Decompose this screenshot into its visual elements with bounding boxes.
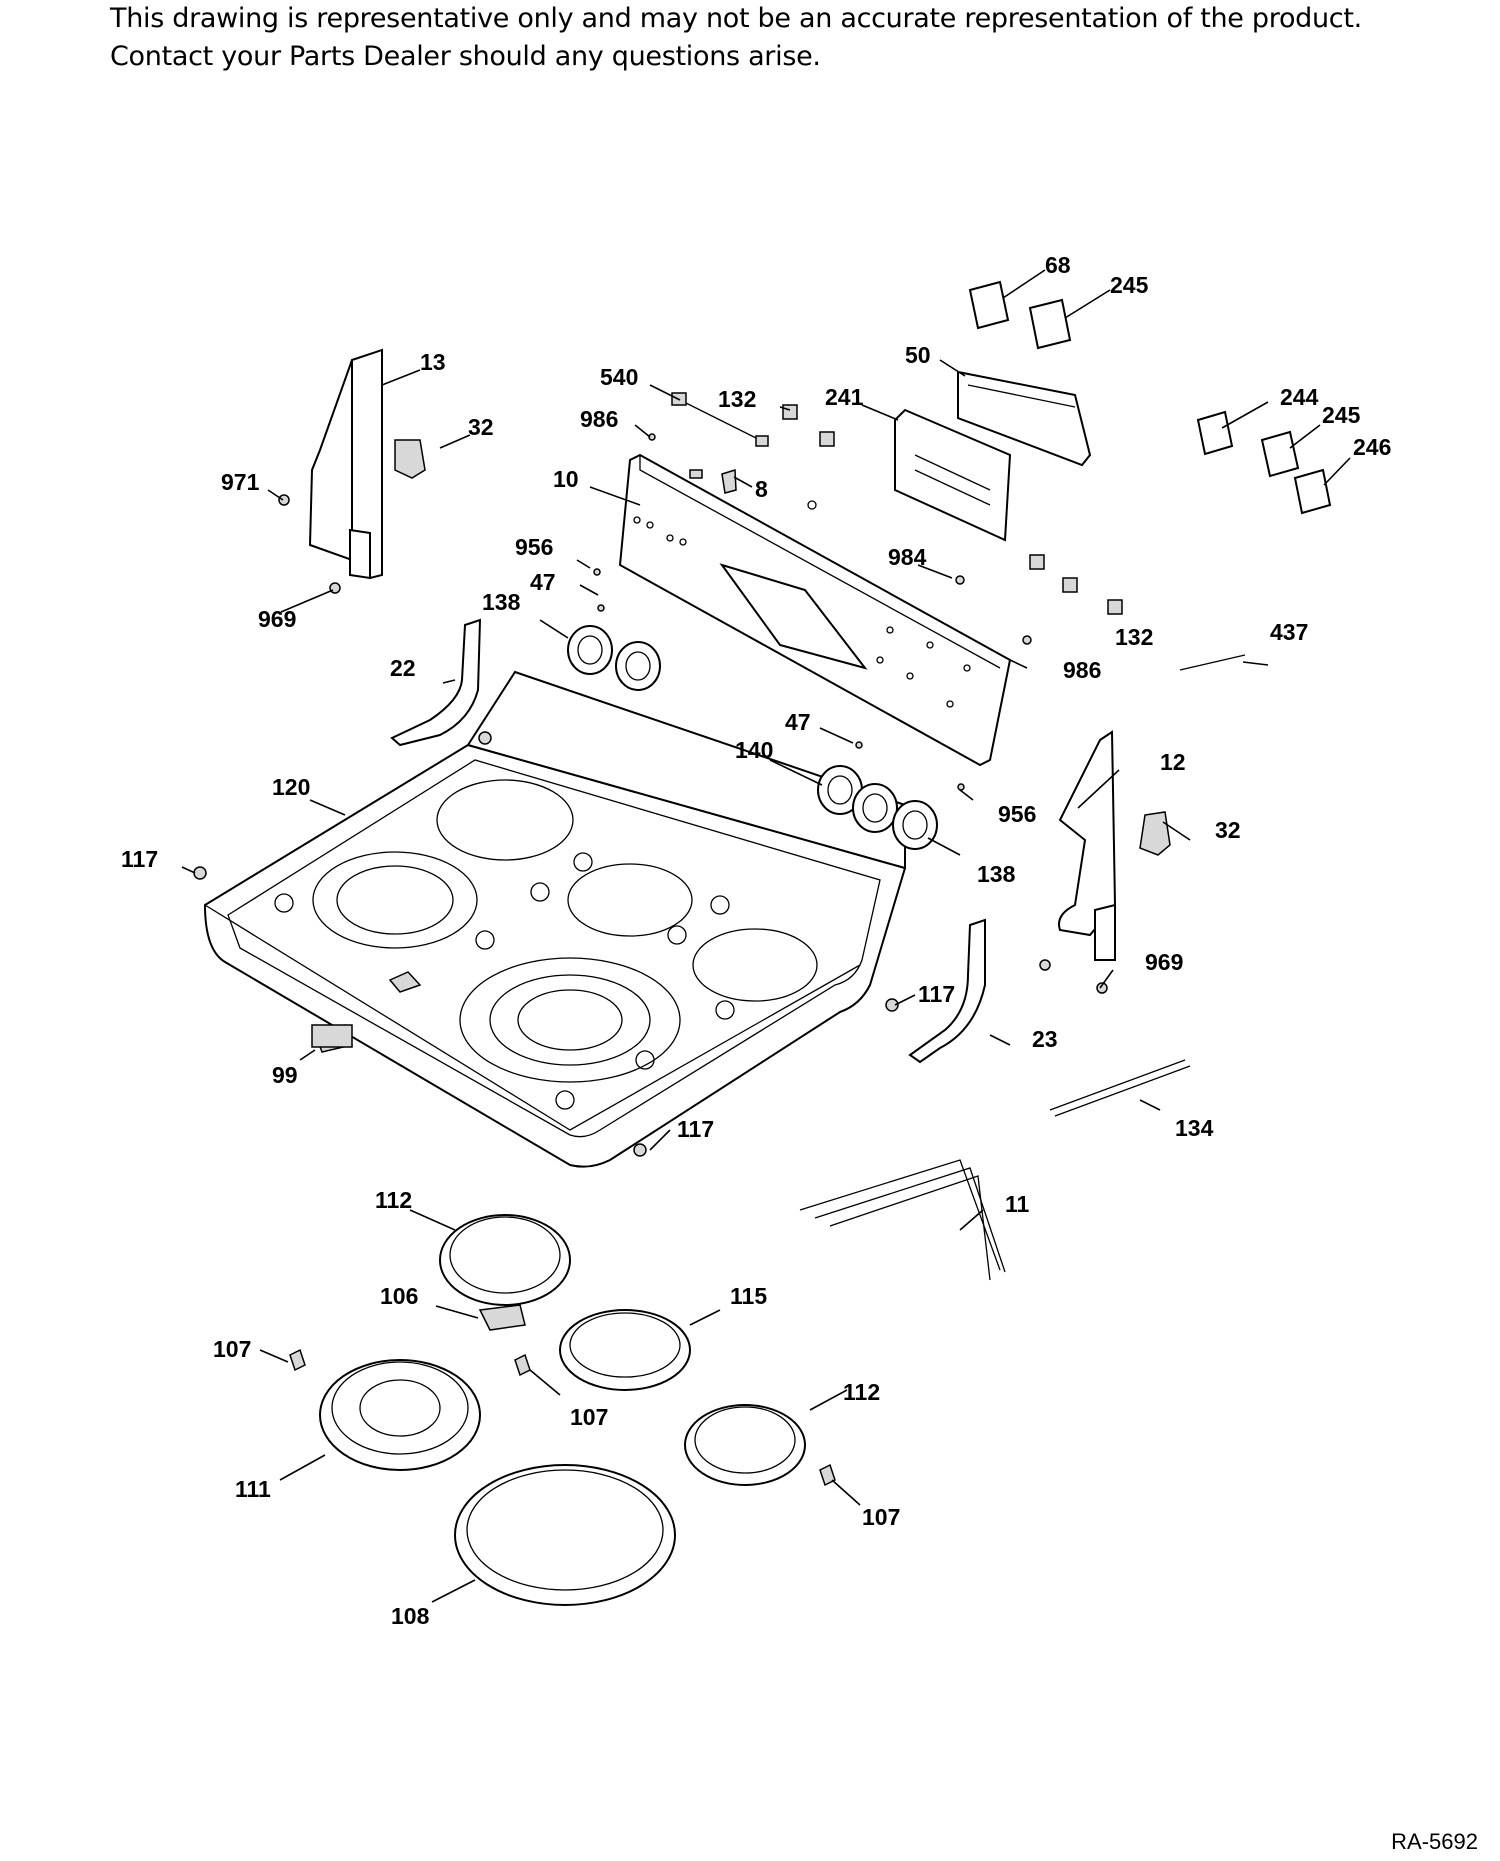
- leader-lines: [181, 269, 1351, 1603]
- wire-harnesses: [671, 392, 1246, 1281]
- cooktop-glass: [203, 670, 907, 1168]
- callout-246: 246: [1353, 434, 1391, 460]
- callout-13: 13: [420, 349, 446, 375]
- callout-120: 120: [272, 774, 310, 800]
- callout-437: 437: [1270, 619, 1308, 645]
- callout-23: 23: [1032, 1026, 1058, 1052]
- callout-984: 984: [888, 544, 927, 570]
- drawing-id: RA-5692: [1391, 1829, 1478, 1854]
- callout-134: 134: [1175, 1115, 1214, 1141]
- callout-47-mid: 47: [785, 709, 811, 735]
- callout-986-right: 986: [1063, 657, 1101, 683]
- callout-107-mid: 107: [570, 1404, 608, 1430]
- callout-986-top: 986: [580, 406, 618, 432]
- callout-245-top: 245: [1110, 272, 1149, 298]
- callout-107-left: 107: [213, 1336, 251, 1362]
- callout-12: 12: [1160, 749, 1186, 775]
- callout-106: 106: [380, 1283, 418, 1309]
- callout-115: 115: [730, 1283, 767, 1309]
- callout-138-top: 138: [482, 589, 521, 615]
- callout-956-top: 956: [515, 534, 553, 560]
- terminal-blocks: [311, 1024, 353, 1048]
- callout-10: 10: [553, 466, 579, 492]
- control-knobs: [567, 625, 938, 850]
- disclaimer-line-1: This drawing is representative only and …: [110, 3, 1362, 34]
- callout-8: 8: [755, 476, 768, 502]
- callout-107-right: 107: [862, 1504, 900, 1530]
- callout-140: 140: [735, 737, 773, 763]
- callout-108: 108: [391, 1603, 430, 1629]
- callout-111: 111: [235, 1476, 271, 1502]
- callout-241: 241: [825, 384, 864, 410]
- disclaimer-line-2: Contact your Parts Dealer should any que…: [110, 41, 821, 72]
- callout-11: 11: [1005, 1191, 1030, 1217]
- callout-956-mid: 956: [998, 801, 1036, 827]
- callout-117-bottom: 117: [677, 1116, 714, 1142]
- callout-132-right: 132: [1115, 624, 1153, 650]
- callout-117-left: 117: [121, 846, 158, 872]
- callout-labels: 68 245 50 244 245 246 13 540 132 241 32 …: [121, 252, 1391, 1629]
- control-boards: [894, 370, 1092, 542]
- callout-969-left: 969: [258, 606, 296, 632]
- callout-244: 244: [1280, 384, 1319, 410]
- brackets: [390, 618, 986, 1064]
- callout-32-left: 32: [468, 414, 494, 440]
- callout-112-top: 112: [375, 1187, 412, 1213]
- infinite-switches: [782, 280, 1332, 615]
- callout-540: 540: [600, 364, 638, 390]
- right-side-bracket: [1058, 730, 1117, 961]
- callout-50: 50: [905, 342, 931, 368]
- callout-138-mid: 138: [977, 861, 1016, 887]
- callout-47-top: 47: [530, 569, 556, 595]
- surface-elements: [289, 1214, 836, 1606]
- callout-68: 68: [1045, 252, 1071, 278]
- callout-969-right: 969: [1145, 949, 1183, 975]
- callout-22: 22: [390, 655, 416, 681]
- disclaimer: This drawing is representative only and …: [110, 0, 1362, 76]
- callout-245-right: 245: [1322, 402, 1361, 428]
- callout-132-top: 132: [718, 386, 756, 412]
- backguard-panel: [618, 453, 1012, 767]
- callout-99: 99: [272, 1062, 298, 1088]
- callout-971: 971: [221, 469, 260, 495]
- callout-112-right: 112: [843, 1379, 880, 1405]
- callout-32-right: 32: [1215, 817, 1241, 843]
- callout-117-mid: 117: [918, 981, 955, 1007]
- left-side-bracket: [308, 348, 383, 580]
